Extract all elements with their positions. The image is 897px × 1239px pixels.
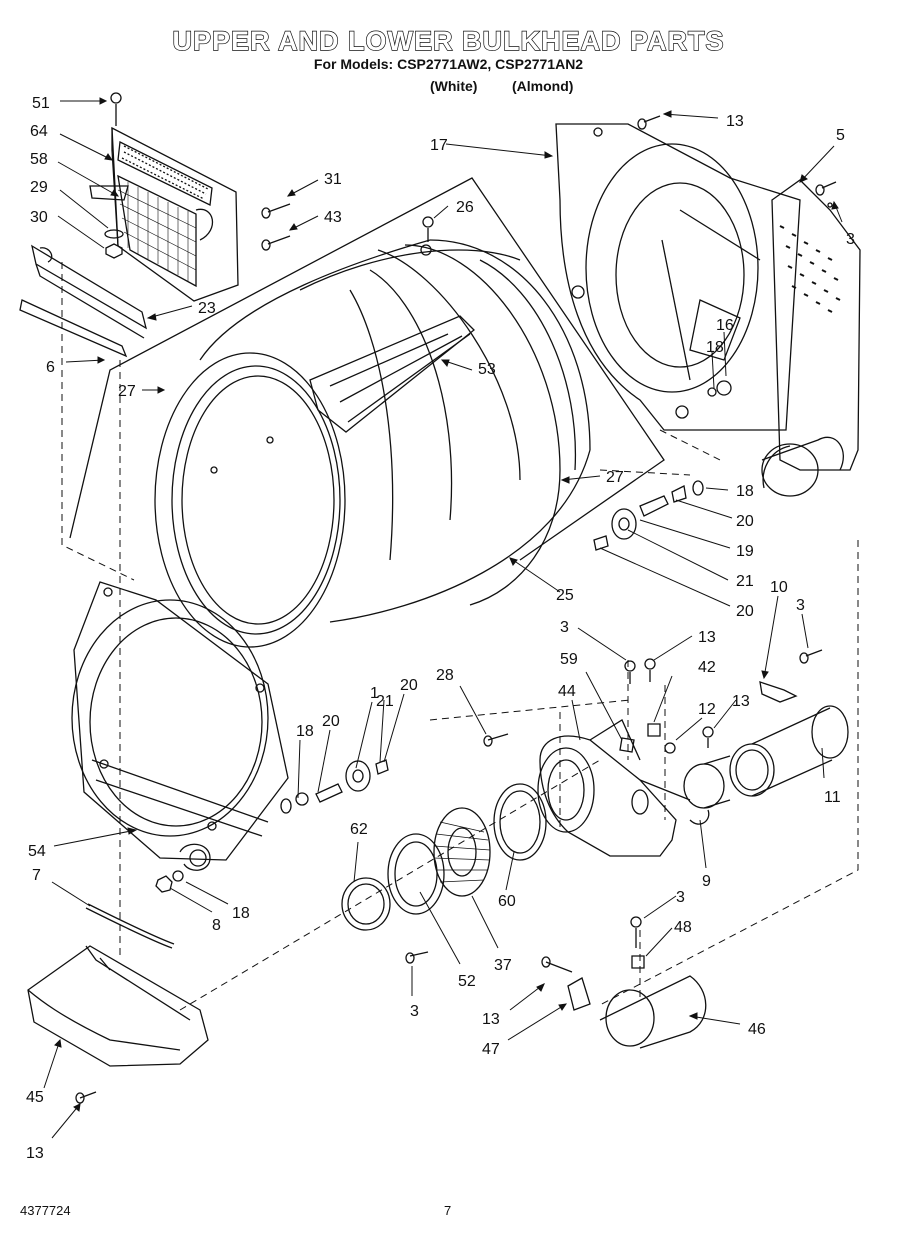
front-bearing-parts — [280, 759, 389, 814]
callout-27-lower: 27 — [606, 469, 624, 486]
heater-shield — [761, 179, 861, 497]
blower-seals — [341, 783, 547, 931]
callout-3-top: 3 — [846, 231, 855, 248]
callout-27-upper: 27 — [118, 383, 136, 400]
callout-13-vent: 13 — [482, 1011, 500, 1028]
callout-25: 25 — [556, 587, 574, 604]
model-numbers: For Models: CSP2771AW2, CSP2771AN2 — [313, 56, 584, 72]
color-white-label: (White) — [430, 78, 478, 94]
callout-64: 64 — [30, 123, 48, 140]
dryer-drum — [69, 177, 665, 648]
exhaust-duct — [599, 681, 849, 1049]
callout-13-top: 13 — [726, 113, 744, 130]
callout-13-duct: 13 — [732, 693, 750, 710]
callout-20-front-a: 20 — [400, 677, 418, 694]
screws-and-clips — [75, 115, 837, 1104]
callout-58: 58 — [30, 151, 48, 168]
callout-3-vent: 3 — [676, 889, 685, 906]
callout-5: 5 — [836, 127, 845, 144]
rear-bulkhead — [555, 123, 801, 431]
callout-6: 6 — [46, 359, 55, 376]
callout-20-lower: 20 — [736, 603, 754, 620]
callout-31: 31 — [324, 171, 342, 188]
callout-7: 7 — [32, 867, 41, 884]
lower-access-cover — [27, 903, 209, 1067]
callout-13-blower: 13 — [698, 629, 716, 646]
callout-46: 46 — [748, 1021, 766, 1038]
page-number: 7 — [444, 1203, 452, 1218]
callout-20-front-b: 20 — [322, 713, 340, 730]
callout-1: 1 — [370, 685, 379, 702]
callout-29: 29 — [30, 179, 48, 196]
callout-43: 43 — [324, 209, 342, 226]
blower-housing — [537, 719, 691, 857]
blower-wheel — [433, 807, 491, 897]
callout-10: 10 — [770, 579, 788, 596]
callout-45: 45 — [26, 1089, 44, 1106]
callout-42: 42 — [698, 659, 716, 676]
callout-9: 9 — [702, 873, 711, 890]
callout-labels: 51 64 58 29 30 23 6 31 43 26 27 53 27 25… — [26, 95, 855, 1162]
callout-3-seal: 3 — [410, 1003, 419, 1020]
lint-housing-assembly — [89, 92, 239, 302]
callout-16: 16 — [716, 317, 734, 334]
callout-48: 48 — [674, 919, 692, 936]
rear-bearing-parts — [593, 480, 704, 551]
lint-filter-rails — [19, 244, 148, 358]
callout-3-blower: 3 — [560, 619, 569, 636]
color-almond-label: (Almond) — [512, 78, 574, 94]
callout-53: 53 — [478, 361, 496, 378]
callout-23: 23 — [198, 300, 216, 317]
callout-13-bottom: 13 — [26, 1145, 44, 1162]
callout-51: 51 — [32, 95, 50, 112]
callout-8: 8 — [212, 917, 221, 934]
callout-21-front: 21 — [376, 693, 394, 710]
front-bulkhead — [71, 581, 289, 871]
leader-lines — [43, 97, 843, 1139]
document-number: 4377724 — [20, 1203, 71, 1218]
callout-18-front: 18 — [296, 723, 314, 740]
callout-26: 26 — [456, 199, 474, 216]
callout-17: 17 — [430, 137, 448, 154]
callout-11: 11 — [824, 789, 841, 806]
callout-30: 30 — [30, 209, 48, 226]
callout-52: 52 — [458, 973, 476, 990]
callout-62: 62 — [350, 821, 368, 838]
callout-60: 60 — [498, 893, 516, 910]
page-title: UPPER AND LOWER BULKHEAD PARTS — [172, 25, 725, 56]
callout-59: 59 — [560, 651, 578, 668]
callout-44: 44 — [558, 683, 576, 700]
callout-12: 12 — [698, 701, 716, 718]
callout-18-lower: 18 — [232, 905, 250, 922]
callout-54: 54 — [28, 843, 46, 860]
callout-18-bearing: 18 — [736, 483, 754, 500]
callout-18-rear: 18 — [706, 339, 724, 356]
callout-3-duct: 3 — [796, 597, 805, 614]
callout-28: 28 — [436, 667, 454, 684]
callout-20-bearing: 20 — [736, 513, 754, 530]
callout-47: 47 — [482, 1041, 500, 1058]
callout-19: 19 — [736, 543, 754, 560]
callout-21-bearing: 21 — [736, 573, 754, 590]
callout-37: 37 — [494, 957, 512, 974]
